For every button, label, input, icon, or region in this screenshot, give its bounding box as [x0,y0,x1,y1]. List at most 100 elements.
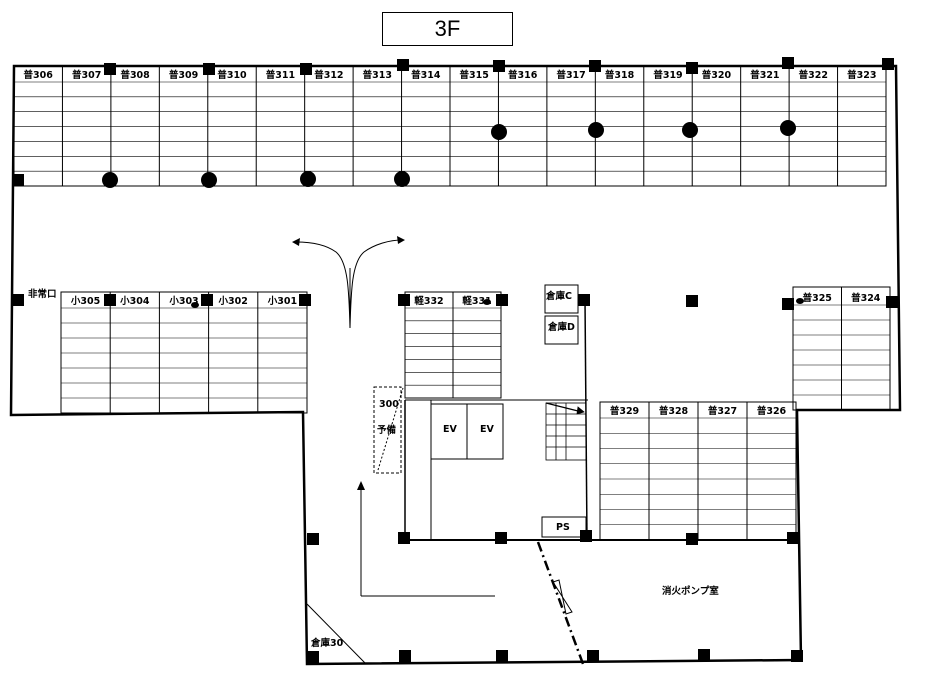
stall-label: 普324 [851,292,881,304]
column [686,295,698,307]
column [686,533,698,545]
storage-30-label: 倉庫30 [310,637,344,649]
storage-30-wall [306,603,367,665]
stall-label: 普323 [847,69,876,81]
column [12,294,24,306]
stall-label: 普307 [72,69,101,81]
stall-label: 普316 [508,69,538,81]
stall-label: 普312 [314,69,343,81]
lower-right-parking-block [599,401,797,541]
ps-label: PS [556,522,570,533]
column [12,174,24,186]
round-marker [682,122,698,138]
ev-label-2: EV [480,424,494,435]
stall-label: 普315 [460,69,489,81]
left-parking-block [60,291,308,414]
column [398,294,410,306]
stall-label: 軽331 [462,295,491,307]
stall-label: 普322 [799,69,828,81]
round-marker [394,171,410,187]
exit-label: 非常口 [28,288,57,300]
column [882,58,894,70]
stall-label: 小301 [267,295,297,307]
storage-c-label: 倉庫C [545,290,572,302]
stall-label: 普326 [757,405,787,417]
column [397,59,409,71]
stall-label: 小305 [70,295,100,307]
ev-label-1: EV [443,424,457,435]
column [398,532,410,544]
column [686,62,698,74]
center-parking-block [404,291,502,399]
stall-label: 小304 [119,295,150,307]
column [578,294,590,306]
column [496,294,508,306]
stall-label: 普328 [659,405,689,417]
stall-label: 普306 [24,69,54,81]
column [782,57,794,69]
reserve-space [373,386,404,474]
stall-label: 普314 [411,69,441,81]
small-marker [796,298,804,304]
column [580,530,592,542]
reserve-text: 予備 [377,424,397,436]
small-marker [483,299,491,305]
stall-label: 普308 [120,69,150,81]
stall-label: 普320 [702,69,732,81]
building-outline [9,64,902,666]
small-marker [191,302,199,308]
column [698,649,710,661]
column [787,532,799,544]
fire-pipe [536,541,585,665]
reserve-number: 300 [379,399,399,410]
round-marker [201,172,217,188]
round-marker [588,122,604,138]
column [496,650,508,662]
stall-label: 普327 [708,405,737,417]
pump-room-label: 消火ポンプ室 [662,585,719,597]
column [104,294,116,306]
column [307,651,319,663]
traffic-arrows [295,239,495,597]
top-parking-row [13,65,887,187]
column [495,532,507,544]
core-area [404,299,800,541]
stall-label: 軽332 [414,295,443,307]
round-marker [102,172,118,188]
column [782,298,794,310]
staircase [545,402,587,461]
column [886,296,898,308]
stall-label: 普329 [610,405,639,417]
column [300,63,312,75]
column [299,294,311,306]
mid-left-frame [60,291,308,414]
stall-label: 普309 [169,69,198,81]
column [587,650,599,662]
stall-label: 普318 [605,69,635,81]
stall-label: 普321 [750,69,779,81]
stall-label: 普313 [363,69,392,81]
round-marker [780,120,796,136]
stall-label: 小302 [218,295,248,307]
column [203,63,215,75]
storage-d-label: 倉庫D [547,321,575,333]
round-markers [102,120,804,308]
round-marker [300,171,316,187]
stall-label: 普317 [556,69,585,81]
column [493,60,505,72]
column [104,63,116,75]
stall-label: 普311 [266,69,295,81]
arrow-heads [292,236,405,490]
round-marker [491,124,507,140]
stall-label: 普325 [803,292,832,304]
right-parking-block [792,286,891,411]
column [399,650,411,662]
stall-label: 普319 [653,69,682,81]
stall-label: 普310 [217,69,247,81]
column [307,533,319,545]
floor-title: 3F [382,12,513,46]
stall-label: 小303 [168,295,198,307]
column [589,60,601,72]
column [791,650,803,662]
